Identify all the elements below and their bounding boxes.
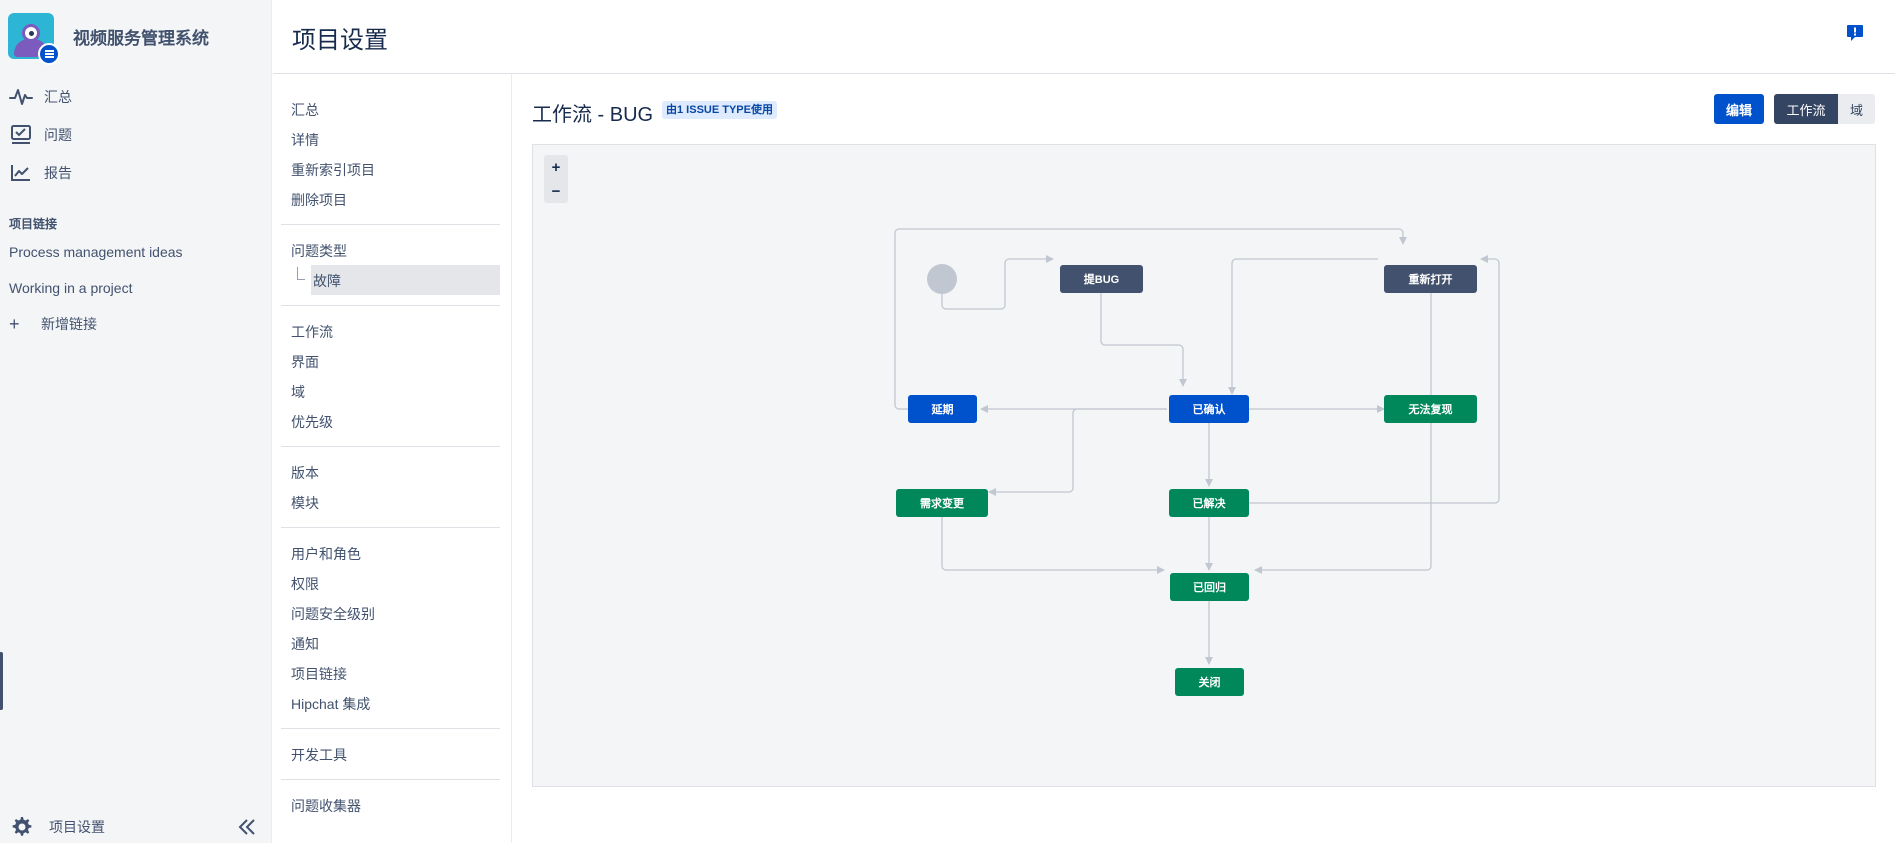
settings-item-issue-collectors[interactable]: 问题收集器 bbox=[291, 798, 361, 814]
project-settings-footer[interactable]: 项目设置 bbox=[9, 815, 265, 839]
settings-item-workflows[interactable]: 工作流 bbox=[291, 324, 333, 340]
status-node-reopen[interactable]: 重新打开 bbox=[1384, 265, 1477, 293]
service-desk-badge-icon bbox=[38, 43, 60, 65]
settings-item-issue-types[interactable]: 问题类型 bbox=[291, 243, 347, 259]
divider bbox=[281, 779, 500, 780]
project-avatar bbox=[8, 13, 60, 65]
project-link[interactable]: Process management ideas bbox=[9, 244, 183, 260]
divider bbox=[281, 305, 500, 306]
settings-item-hipchat[interactable]: Hipchat 集成 bbox=[291, 696, 371, 712]
transition-line bbox=[1100, 273, 1187, 387]
project-sidebar: 视频服务管理系统 汇总 问题 报告 项目链接 Process managemen… bbox=[0, 0, 272, 843]
status-node-regressed[interactable]: 已回归 bbox=[1170, 573, 1249, 601]
settings-item-details[interactable]: 详情 bbox=[291, 132, 319, 148]
workflow-start-node bbox=[927, 264, 957, 294]
usage-lozenge[interactable]: 由1 ISSUE TYPE使用 bbox=[662, 101, 777, 119]
workflow-diagram[interactable]: + − 提BUG 重新打开 延期 已确认 无法复现 需求变更 已解决 已回归 关… bbox=[532, 144, 1876, 787]
settings-item-users-roles[interactable]: 用户和角色 bbox=[291, 546, 361, 562]
transition-line bbox=[988, 408, 1167, 496]
status-node-resolved[interactable]: 已解决 bbox=[1169, 489, 1249, 517]
workflow-view-button[interactable]: 工作流 bbox=[1774, 94, 1838, 124]
status-node-submit-bug[interactable]: 提BUG bbox=[1060, 265, 1143, 293]
transition-line bbox=[1228, 258, 1378, 395]
sidebar-item-summary[interactable]: 汇总 bbox=[9, 82, 72, 112]
divider bbox=[281, 527, 500, 528]
settings-item-delete[interactable]: 删除项目 bbox=[291, 192, 347, 208]
transition-line bbox=[1249, 255, 1500, 504]
footer-label: 项目设置 bbox=[49, 819, 105, 835]
settings-item-components[interactable]: 模块 bbox=[291, 495, 319, 511]
add-link-label: 新增链接 bbox=[41, 316, 97, 332]
status-node-requirement-change[interactable]: 需求变更 bbox=[896, 489, 988, 517]
project-name: 视频服务管理系统 bbox=[73, 28, 209, 48]
settings-item-reindex[interactable]: 重新索引项目 bbox=[291, 162, 375, 178]
settings-item-selected-bg bbox=[311, 265, 500, 295]
transition-line bbox=[894, 228, 1407, 410]
settings-item-project-links[interactable]: 项目链接 bbox=[291, 666, 347, 682]
settings-item-versions[interactable]: 版本 bbox=[291, 465, 319, 481]
transition-line bbox=[1254, 423, 1432, 574]
divider bbox=[281, 224, 500, 225]
settings-item-bug-type[interactable]: 故障 bbox=[313, 273, 341, 289]
zoom-out-button[interactable]: − bbox=[544, 179, 568, 203]
settings-nav: 汇总 详情 重新索引项目 删除项目 问题类型 故障 工作流 界面 域 优先级 版… bbox=[273, 74, 512, 843]
workflow-transitions bbox=[894, 228, 1500, 665]
workflow-title: 工作流 - BUG bbox=[532, 104, 654, 126]
transition-line bbox=[941, 517, 1165, 574]
edit-button[interactable]: 编辑 bbox=[1714, 94, 1764, 124]
sidebar-item-issues[interactable]: 问题 bbox=[9, 120, 72, 150]
plus-icon: + bbox=[9, 314, 20, 334]
settings-item-summary[interactable]: 汇总 bbox=[291, 102, 319, 118]
project-header[interactable]: 视频服务管理系统 bbox=[8, 10, 209, 65]
status-node-confirmed[interactable]: 已确认 bbox=[1169, 395, 1249, 423]
sidebar-item-label: 报告 bbox=[44, 165, 72, 181]
sidebar-item-reports[interactable]: 报告 bbox=[9, 158, 72, 188]
tree-connector bbox=[297, 267, 305, 280]
divider bbox=[281, 446, 500, 447]
project-links-heading: 项目链接 bbox=[9, 217, 58, 231]
field-view-button[interactable]: 域 bbox=[1838, 94, 1875, 124]
transition-line bbox=[941, 255, 1054, 310]
collapse-sidebar-icon[interactable] bbox=[237, 816, 257, 838]
divider bbox=[281, 728, 500, 729]
status-node-closed[interactable]: 关闭 bbox=[1175, 668, 1244, 696]
settings-item-dev-tools[interactable]: 开发工具 bbox=[291, 747, 347, 763]
sidebar-item-label: 汇总 bbox=[44, 89, 72, 105]
view-toggle: 工作流 域 bbox=[1774, 94, 1875, 124]
project-link[interactable]: Working in a project bbox=[9, 280, 133, 296]
settings-item-permissions[interactable]: 权限 bbox=[291, 576, 319, 592]
resize-handle[interactable] bbox=[0, 652, 3, 710]
zoom-in-button[interactable]: + bbox=[544, 155, 568, 179]
page-title: 项目设置 bbox=[292, 27, 388, 54]
chart-icon bbox=[9, 163, 33, 183]
gear-icon bbox=[12, 817, 32, 836]
settings-item-priorities[interactable]: 优先级 bbox=[291, 414, 333, 430]
header-divider bbox=[273, 73, 1895, 74]
settings-item-notifications[interactable]: 通知 bbox=[291, 636, 319, 652]
status-node-postpone[interactable]: 延期 bbox=[908, 395, 977, 423]
settings-item-fields[interactable]: 域 bbox=[291, 384, 305, 400]
feedback-icon[interactable] bbox=[1846, 24, 1864, 42]
add-link-button[interactable]: + 新增链接 bbox=[9, 314, 97, 334]
issues-icon bbox=[9, 125, 33, 145]
status-node-cannot-reproduce[interactable]: 无法复现 bbox=[1384, 395, 1477, 423]
sidebar-item-label: 问题 bbox=[44, 127, 72, 143]
settings-item-issue-security[interactable]: 问题安全级别 bbox=[291, 606, 375, 622]
pulse-icon bbox=[9, 87, 33, 107]
settings-item-screens[interactable]: 界面 bbox=[291, 354, 319, 370]
